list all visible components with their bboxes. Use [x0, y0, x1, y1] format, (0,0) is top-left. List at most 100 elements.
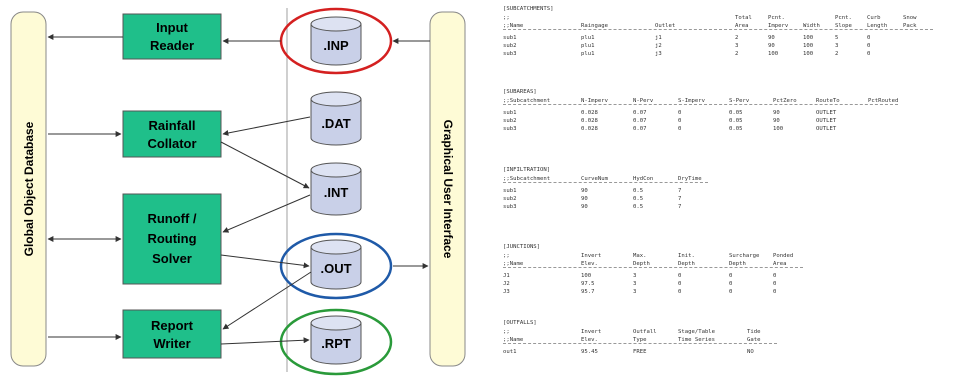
input-data-row-cell: 7 [678, 204, 682, 210]
input-data-row-cell: 5 [835, 35, 839, 41]
module-input-reader-line-1: Input [156, 20, 188, 35]
input-header-separator [503, 104, 898, 105]
arrow-out-to-report-writer [222, 271, 312, 330]
input-data-row-cell: 0 [867, 35, 871, 41]
input-data-row-cell: 90 [768, 35, 775, 41]
input-header-row-cell: Invert [581, 253, 602, 259]
input-data-row-cell: 90 [581, 188, 588, 194]
input-header-separator [503, 343, 777, 344]
input-header-row-cell: Surcharge [729, 253, 760, 259]
input-header-row-cell: Depth [633, 261, 650, 267]
input-header-separator [503, 267, 803, 268]
input-header-row-cell: PctRouted [868, 98, 899, 104]
arrow-report-writer-to-rpt [220, 337, 310, 345]
input-header-row-cell: ;; [503, 329, 510, 335]
input-header-row-cell: ;; [503, 253, 510, 259]
input-section-title: [SUBAREAS] [503, 89, 537, 95]
module-runoff-routing-solver-line-3: Solver [152, 251, 192, 266]
input-data-row-cell: sub1 [503, 110, 517, 116]
input-header-row-cell: Depth [678, 261, 695, 267]
module-input-reader-line-2: Reader [150, 38, 194, 53]
input-header-row-cell: Width [803, 23, 820, 29]
input-header-row-cell: Area [773, 261, 787, 267]
input-data-row-cell: 0 [729, 273, 733, 279]
input-data-row-cell: 100 [803, 51, 814, 57]
global-object-database-label: Global Object Database [22, 121, 36, 256]
file-out-label: .OUT [320, 261, 351, 276]
input-data-row-cell: 0 [773, 273, 777, 279]
input-data-row-cell: 0.5 [633, 188, 644, 194]
file-inp-label: .INP [323, 38, 349, 53]
input-data-row-cell: 100 [803, 43, 814, 49]
input-data-row-cell: 0.05 [729, 126, 743, 132]
input-header-row-cell: RouteTo [816, 98, 840, 104]
file-rpt-label: .RPT [321, 336, 351, 351]
input-header-separator [503, 29, 933, 30]
input-data-row-cell: 100 [581, 273, 592, 279]
input-data-row-cell: sub2 [503, 196, 517, 202]
input-data-row-cell: out1 [503, 349, 517, 355]
input-data-row-cell: 3 [633, 273, 637, 279]
input-data-row-cell: 2 [835, 51, 839, 57]
input-data-row-cell: 0.028 [581, 126, 598, 132]
input-header-row-cell: Raingage [581, 23, 608, 29]
input-header-row-cell: S-Perv [729, 98, 750, 104]
file-inp-cylinder: .INP [310, 16, 362, 66]
input-data-row-cell: 90 [773, 110, 780, 116]
input-data-row-cell: 0.07 [633, 110, 647, 116]
input-data-row-cell: 3 [735, 43, 739, 49]
input-header-row-cell: Tide [747, 329, 761, 335]
input-header-row-cell: CurveNum [581, 176, 608, 182]
input-data-row-cell: plu1 [581, 43, 595, 49]
input-header-row-cell: Outfall [633, 329, 657, 335]
input-header-row-cell: Gate [747, 337, 761, 343]
input-section-title: [INFILTRATION] [503, 167, 551, 173]
input-header-row-cell: N-Imperv [581, 98, 608, 104]
module-report-writer: Report Writer [122, 309, 222, 359]
file-dat-cylinder: .DAT [310, 91, 362, 146]
file-int-label: .INT [324, 185, 349, 200]
input-header-row-cell: ;; [503, 15, 510, 21]
input-header-row-cell: Pcnt. [768, 15, 785, 21]
input-header-row-cell: ;;Name [503, 261, 524, 267]
module-input-reader: Input Reader [122, 13, 222, 60]
input-data-row-cell: 0 [678, 126, 682, 132]
module-rainfall-collator-line-2: Collator [147, 136, 196, 151]
module-report-writer-line-2: Writer [153, 336, 190, 351]
arrow-rainfall-collator-to-int [220, 141, 310, 189]
input-data-row-cell: 2 [735, 35, 739, 41]
input-header-row-cell: Init. [678, 253, 695, 259]
input-data-row-cell: J3 [503, 289, 510, 295]
file-rpt-cylinder: .RPT [310, 315, 362, 365]
input-header-row-cell: Type [633, 337, 647, 343]
input-data-row-cell: 0.07 [633, 118, 647, 124]
input-data-row-cell: 0 [867, 43, 871, 49]
input-data-row-cell: 0.028 [581, 118, 598, 124]
input-header-row-cell: Snow [903, 15, 917, 21]
input-header-row-cell: ;;Subcatchment [503, 176, 551, 182]
file-out-cylinder: .OUT [310, 239, 362, 290]
global-object-database-bar [10, 11, 47, 367]
file-dat-label: .DAT [321, 116, 350, 131]
input-data-row-cell: 90 [773, 118, 780, 124]
input-header-row-cell: Outlet [655, 23, 676, 29]
input-section-title: [SUBCATCHMENTS] [503, 6, 554, 12]
architecture-diagram: Global Object Database Graphical User In… [0, 0, 485, 377]
graphical-user-interface-label: Graphical User Interface [441, 120, 455, 259]
input-header-row-cell: Slope [835, 23, 852, 29]
input-data-row-cell: 100 [803, 35, 814, 41]
input-header-row-cell: N-Perv [633, 98, 654, 104]
input-data-row-cell: sub1 [503, 188, 517, 194]
input-data-row-cell: 0.05 [729, 110, 743, 116]
input-header-row-cell: Elev. [581, 261, 598, 267]
input-data-row-cell: j3 [655, 51, 662, 57]
input-data-row-cell: sub3 [503, 126, 517, 132]
module-runoff-routing-solver-line-2: Routing [147, 231, 196, 246]
input-data-row-cell: J2 [503, 281, 510, 287]
input-header-row-cell: Length [867, 23, 888, 29]
arrow-int-to-runoff-solver [222, 194, 311, 233]
file-rpt-highlight-ring [279, 308, 393, 376]
input-header-row-cell: ;;Name [503, 23, 524, 29]
input-data-row-cell: sub3 [503, 204, 517, 210]
input-data-row-cell: 7 [678, 196, 682, 202]
